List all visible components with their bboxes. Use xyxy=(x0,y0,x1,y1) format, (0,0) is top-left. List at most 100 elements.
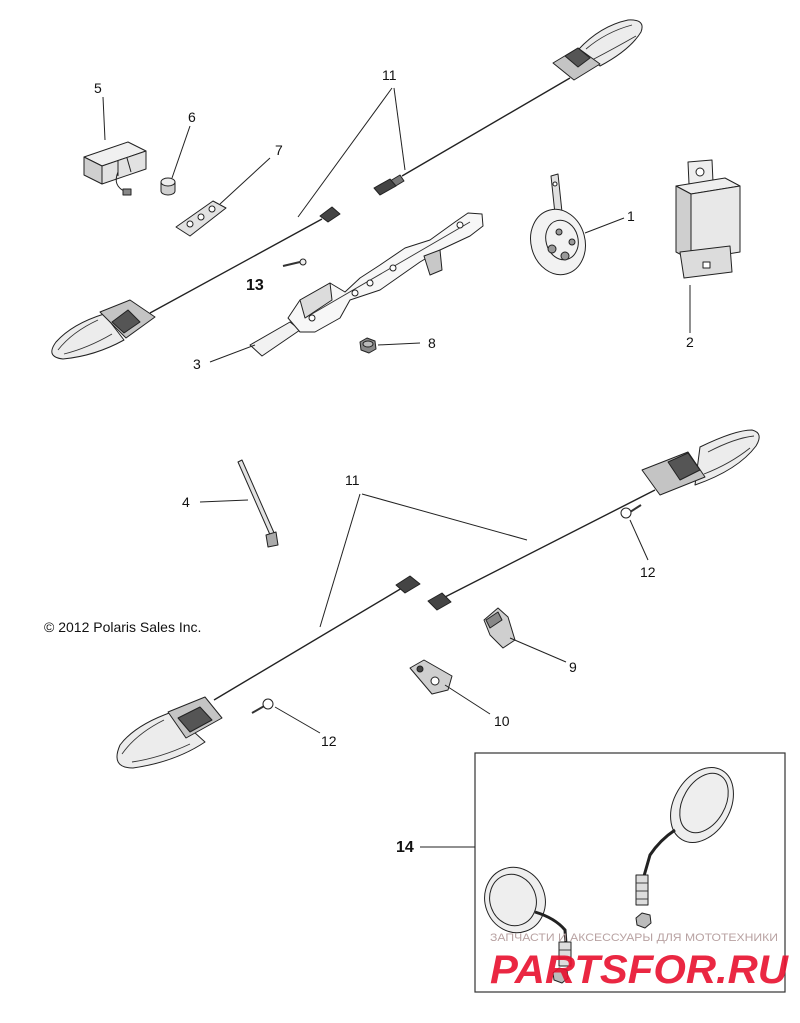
leader-1 xyxy=(584,217,625,234)
horn-bracket xyxy=(550,173,563,215)
turn-signal-band xyxy=(177,706,213,733)
callout-9: 9 xyxy=(569,659,577,675)
part-13-screw xyxy=(282,258,307,267)
turn-signal-connector xyxy=(373,178,397,196)
mount-face xyxy=(485,611,503,629)
leader-7 xyxy=(219,157,271,205)
bracket-hole xyxy=(456,221,464,229)
mirror-glass xyxy=(679,772,729,834)
spacer-top xyxy=(160,177,176,187)
watermark-brand-logo: PARTSFOR.RU xyxy=(490,948,789,992)
part-5-load-resistor xyxy=(83,141,147,196)
turn-signal-lens-edge xyxy=(585,24,633,50)
mirror-nut xyxy=(552,967,569,984)
part-7-plate xyxy=(175,200,227,237)
turn-signal-connector xyxy=(319,206,341,223)
nut-top xyxy=(362,340,374,348)
mirror-stem xyxy=(534,910,568,945)
turn-signal-wire xyxy=(213,587,403,701)
leader-12-right xyxy=(629,519,649,561)
resistor-terminal xyxy=(122,188,132,196)
part-12-screw-left xyxy=(251,698,274,714)
bracket-hole xyxy=(366,279,374,287)
mirror-thread xyxy=(558,941,572,967)
part-8-nut xyxy=(359,337,377,354)
screw-shank xyxy=(282,261,301,267)
turn-signal-lens-edge xyxy=(707,435,755,453)
horn-terminal xyxy=(560,251,570,261)
mount-hole xyxy=(430,676,440,686)
resistor-side xyxy=(101,150,147,185)
leader-3 xyxy=(209,344,256,363)
part-9-mount xyxy=(483,607,516,649)
part-1-horn xyxy=(530,173,586,276)
part-3-bracket xyxy=(249,212,484,357)
part-10-mount xyxy=(409,659,453,695)
callout-6: 6 xyxy=(188,109,196,125)
cable-tie-head xyxy=(265,531,279,548)
screw-head xyxy=(620,507,632,519)
bracket-lower-flap xyxy=(249,321,301,357)
mirror-stem xyxy=(642,828,676,877)
bracket-hole xyxy=(389,264,397,272)
turn-signal-top-right xyxy=(373,19,643,196)
leader-4 xyxy=(199,499,249,503)
bracket-main xyxy=(287,212,484,333)
callout-3: 3 xyxy=(193,356,201,372)
copyright-text: © 2012 Polaris Sales Inc. xyxy=(44,619,201,635)
turn-signal-housing xyxy=(641,451,706,496)
leader-10 xyxy=(444,684,491,715)
turn-signal-bottom-right xyxy=(427,429,760,611)
turn-signal-band xyxy=(667,452,701,481)
leader-5 xyxy=(102,96,106,141)
part-12-screw-right xyxy=(620,504,642,519)
callout-12-right: 12 xyxy=(640,564,656,580)
callout-11-top: 11 xyxy=(382,67,397,83)
turn-signal-band xyxy=(111,309,141,334)
bracket-tab xyxy=(423,249,443,276)
leader-9 xyxy=(509,637,567,663)
plate-hole xyxy=(197,213,205,221)
callout-1: 1 xyxy=(627,208,635,224)
turn-signal-lens-edge xyxy=(591,35,637,61)
leader-6 xyxy=(171,125,191,179)
plate-hole xyxy=(208,205,216,213)
relay-front xyxy=(675,185,692,261)
leader-11-top-a xyxy=(297,87,393,218)
bracket-hole xyxy=(351,289,359,297)
mirror-glass xyxy=(489,873,537,927)
callout-13: 13 xyxy=(246,277,264,294)
screw-head xyxy=(299,258,307,266)
callout-4: 4 xyxy=(182,494,190,510)
mirror-head xyxy=(484,866,546,934)
callout-7: 7 xyxy=(275,142,283,158)
part-4-cable-tie xyxy=(237,459,279,548)
horn-terminal xyxy=(555,228,563,236)
horn-bracket-hole xyxy=(552,181,558,187)
turn-signal-connector xyxy=(427,592,452,611)
part-2-relay xyxy=(675,159,741,279)
part-14-frame xyxy=(474,752,786,993)
mirror-nut xyxy=(635,912,652,929)
leader-12-left xyxy=(274,706,321,734)
callout-5: 5 xyxy=(94,80,102,96)
turn-signal-wire xyxy=(442,489,656,599)
watermark-tagline: ЗАПЧАСТИ И АКСЕССУАРЫ ДЛЯ МОТОТЕХНИКИ xyxy=(490,932,778,944)
bracket-hole xyxy=(308,314,316,322)
turn-signal-band xyxy=(564,47,591,68)
callout-2: 2 xyxy=(686,334,694,350)
horn-terminal xyxy=(568,238,576,246)
mirror-left xyxy=(484,866,572,984)
mount-body xyxy=(409,659,453,695)
resistor-pin xyxy=(126,157,132,173)
turn-signal-wire xyxy=(401,77,571,177)
mirror-thread xyxy=(635,874,649,906)
callout-8: 8 xyxy=(428,335,436,351)
turn-signal-lens-edge xyxy=(131,743,191,763)
plate-hole xyxy=(186,220,194,228)
turn-signal-lens-edge xyxy=(703,447,751,475)
bracket-riser xyxy=(299,282,333,319)
mirror-right xyxy=(635,767,734,929)
turn-signal-lens-edge xyxy=(121,719,165,755)
